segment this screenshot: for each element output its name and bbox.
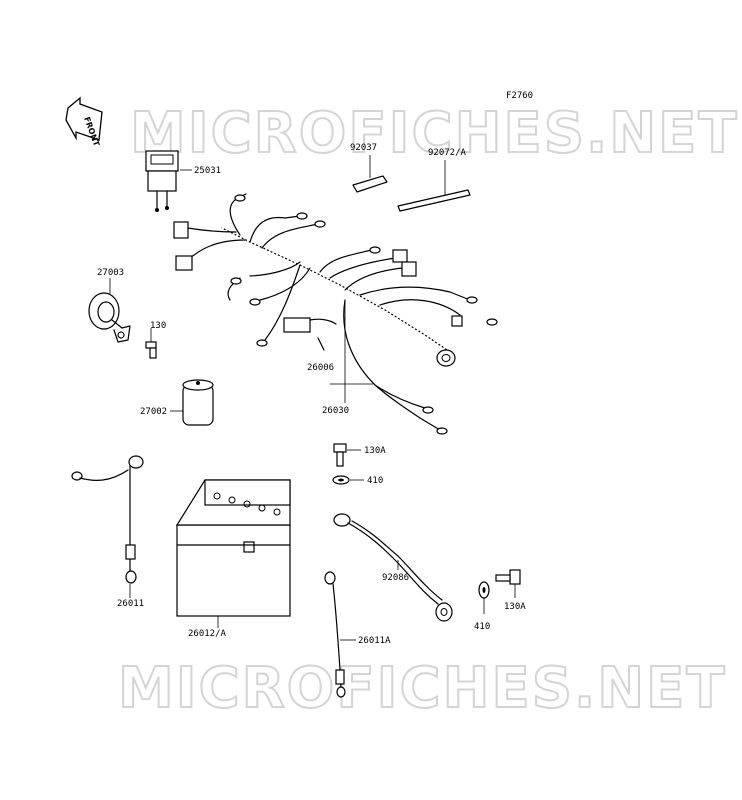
cable-26011a [324,571,346,698]
watermark-bottom: MICROFICHES.NET [118,656,727,721]
horn-27003 [88,292,131,343]
figure-code: F2760 [506,91,533,101]
bolt-130a-top [333,443,347,467]
front-arrow-icon: FRONT [65,96,103,148]
band-92072a [397,160,471,212]
wiring-harness-26030 [173,193,498,435]
watermark-top: MICROFICHES.NET [130,101,739,166]
label-92037: 92037 [350,143,377,153]
label-25031: 25031 [194,166,221,176]
washer-410-top [332,475,350,485]
label-130a-bottom: 130A [504,602,526,612]
label-92072a: 92072/A [428,148,467,158]
label-26011a: 26011A [358,636,391,646]
clamp-92037 [352,155,388,193]
label-26030: 26030 [322,406,349,416]
label-410-bottom: 410 [474,622,490,632]
label-130a-top: 130A [364,446,386,456]
bolt-130 [145,341,157,359]
label-130: 130 [150,321,166,331]
relay-27002 [182,379,214,426]
hour-meter-part [145,150,179,212]
cable-26011 [71,455,144,584]
label-410-top: 410 [367,476,383,486]
label-26011: 26011 [117,599,144,609]
label-26012a: 26012/A [188,629,227,639]
cable-92086 [333,513,453,622]
bolt-130a-bottom [495,569,521,585]
washer-410-bottom [478,581,490,599]
pin-26006 [317,337,325,351]
label-92086: 92086 [382,573,409,583]
label-26006: 26006 [307,363,334,373]
battery-26012a [175,479,291,617]
label-27002: 27002 [140,407,167,417]
label-27003: 27003 [97,268,124,278]
